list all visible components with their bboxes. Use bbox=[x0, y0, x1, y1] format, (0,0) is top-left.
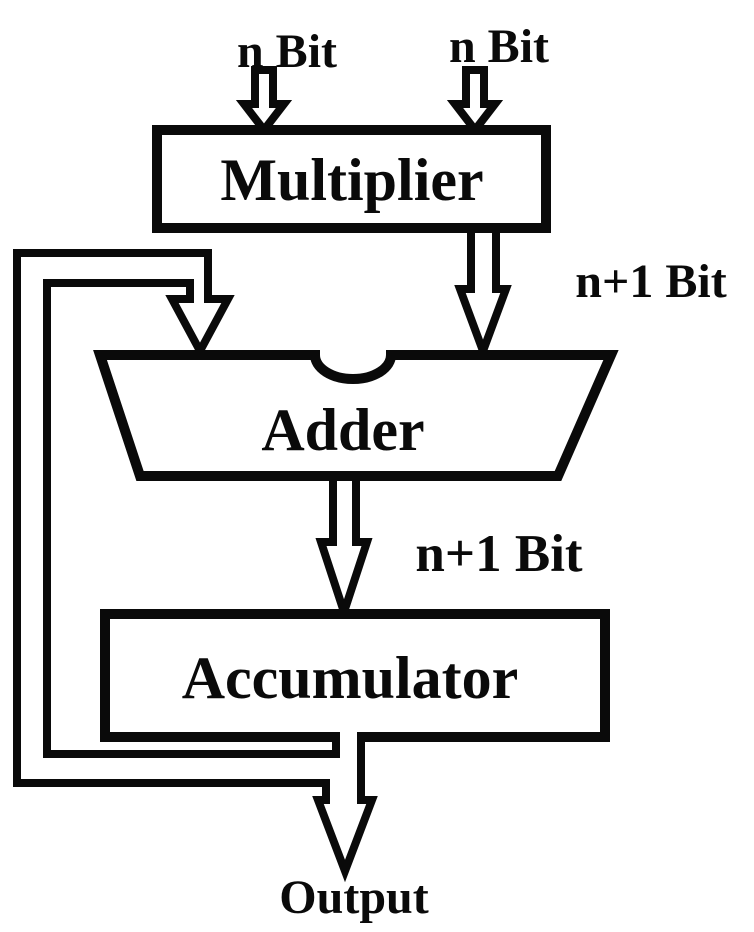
input-left-label: n Bit bbox=[237, 25, 337, 78]
accumulator-label: Accumulator bbox=[182, 645, 519, 711]
input-right-label: n Bit bbox=[449, 20, 549, 73]
adder-output-label: n+1 Bit bbox=[415, 525, 583, 583]
adder-label: Adder bbox=[261, 397, 424, 463]
multiplier-output-label: n+1 Bit bbox=[575, 255, 726, 308]
multiplier-box bbox=[152, 125, 551, 233]
adder-shape bbox=[93, 350, 619, 481]
feedback-loop-and-output-arrow-icon bbox=[13, 249, 378, 883]
output-label: Output bbox=[279, 871, 428, 924]
accumulator-box bbox=[100, 609, 610, 742]
input-arrow-left-icon bbox=[235, 66, 293, 137]
multiplier-label: Multiplier bbox=[220, 147, 483, 213]
multiplier-to-adder-arrow-icon bbox=[454, 222, 512, 363]
input-arrow-right-icon bbox=[446, 66, 504, 137]
adder-to-accumulator-arrow-icon bbox=[315, 468, 373, 625]
